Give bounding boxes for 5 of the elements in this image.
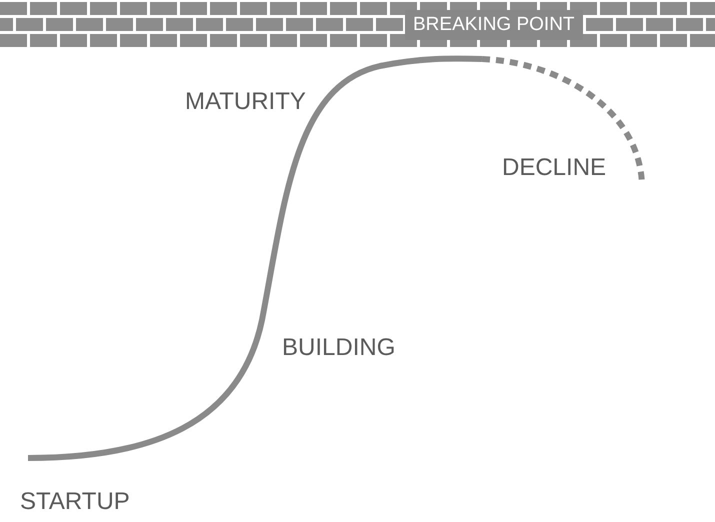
stage-label: MATURITY	[185, 88, 306, 116]
stage-label: BUILDING	[282, 334, 396, 362]
stage-label: DECLINE	[502, 154, 606, 182]
stage-label: STARTUP	[20, 488, 130, 516]
breaking-point-box: BREAKING POINT	[405, 10, 583, 40]
